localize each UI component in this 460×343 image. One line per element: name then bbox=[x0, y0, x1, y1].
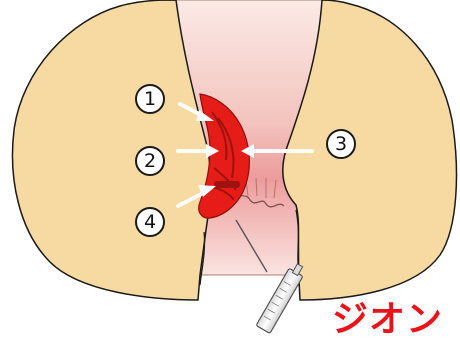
label-2: 2 bbox=[135, 146, 165, 176]
label-3: 3 bbox=[326, 129, 356, 159]
label-1: 1 bbox=[135, 84, 165, 114]
hemorrhoid-dark-band bbox=[214, 181, 240, 188]
watermark-text: ジオン bbox=[332, 296, 460, 343]
label-4: 4 bbox=[135, 207, 165, 237]
